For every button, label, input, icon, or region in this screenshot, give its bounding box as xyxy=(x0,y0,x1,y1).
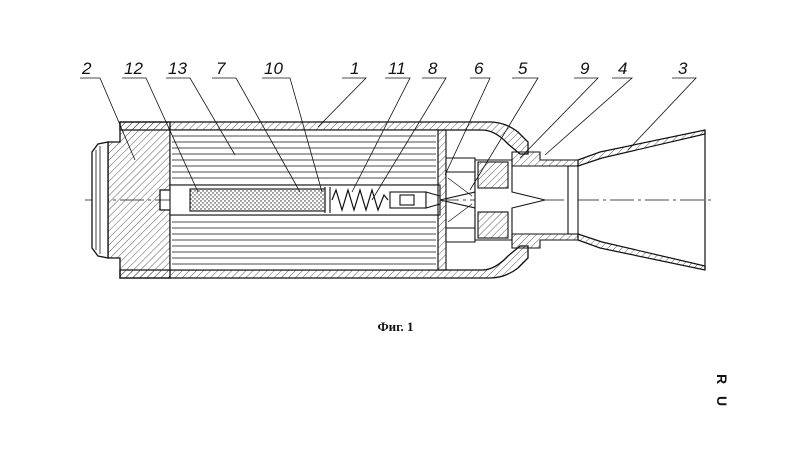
callout-13: 13 xyxy=(168,59,187,78)
callout-8: 8 xyxy=(428,59,438,78)
callout-1: 1 xyxy=(350,59,359,78)
side-mark: R U xyxy=(714,374,730,411)
callout-11: 11 xyxy=(388,59,406,78)
figure-caption: Фиг. 1 xyxy=(377,319,414,334)
callout-3: 3 xyxy=(678,59,688,78)
callout-5: 5 xyxy=(518,59,528,78)
callout-6: 6 xyxy=(474,59,484,78)
spring xyxy=(331,187,389,213)
callout-4: 4 xyxy=(618,59,627,78)
diffuser-bell xyxy=(577,129,706,271)
callout-12: 12 xyxy=(124,59,143,78)
end-cap xyxy=(91,121,171,279)
callout-labels: 2 12 13 7 10 1 11 8 6 5 9 4 3 xyxy=(81,59,688,78)
callout-7: 7 xyxy=(216,59,226,78)
charge-sticks xyxy=(169,129,439,271)
striker xyxy=(389,191,441,209)
leader-lines xyxy=(80,77,697,201)
callout-10: 10 xyxy=(264,59,283,78)
callout-9: 9 xyxy=(580,59,590,78)
callout-2: 2 xyxy=(81,59,92,78)
